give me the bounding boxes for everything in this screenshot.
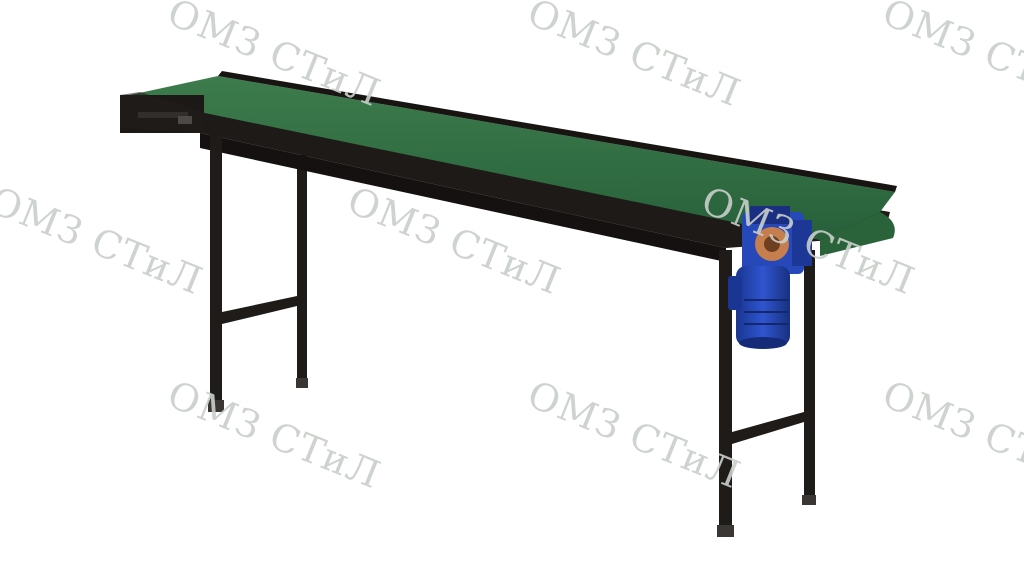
- back-legs: [296, 155, 816, 505]
- front-legs: [208, 135, 734, 537]
- tail-end: [120, 92, 204, 133]
- cross-braces: [222, 296, 804, 444]
- drive-unit: [728, 206, 812, 349]
- belt: [130, 71, 897, 256]
